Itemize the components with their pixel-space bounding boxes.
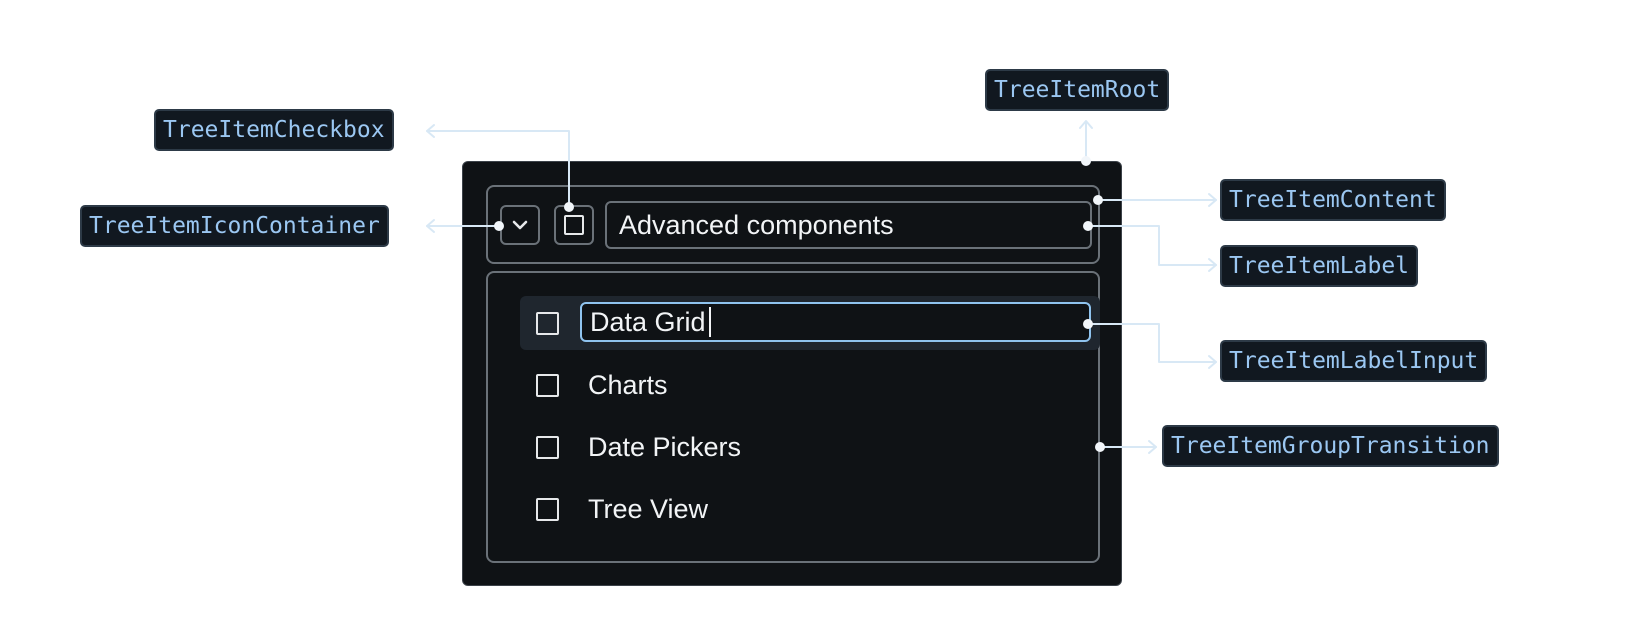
arrowhead-icon bbox=[426, 219, 435, 233]
chevron-down-icon bbox=[512, 220, 528, 230]
checkbox-icon bbox=[564, 215, 584, 235]
arrowhead-icon bbox=[1208, 193, 1217, 207]
label-input-value: Data Grid bbox=[590, 306, 706, 337]
tree-item-group-transition-tag: TreeItemGroupTransition bbox=[1162, 425, 1499, 467]
tree-item-checkbox[interactable] bbox=[554, 205, 594, 245]
tree-item-root: Advanced components Data Grid Charts Dat… bbox=[462, 161, 1122, 586]
checkbox-icon[interactable] bbox=[536, 312, 559, 335]
text-caret bbox=[708, 307, 711, 337]
tree-item-root-tag: TreeItemRoot bbox=[985, 69, 1170, 111]
checkbox-icon[interactable] bbox=[536, 498, 559, 521]
checkbox-icon[interactable] bbox=[536, 374, 559, 397]
tree-item-label: Charts bbox=[588, 370, 668, 400]
arrowhead-icon bbox=[1079, 120, 1093, 129]
tree-item-tree-view[interactable]: Tree View bbox=[520, 482, 1100, 536]
tree-item-date-pickers[interactable]: Date Pickers bbox=[520, 420, 1100, 474]
tree-item-group-transition: Data Grid Charts Date Pickers Tree View bbox=[486, 271, 1100, 563]
tree-item-label: Tree View bbox=[588, 494, 709, 524]
arrowhead-icon bbox=[1148, 440, 1157, 454]
tree-item-content[interactable]: Advanced components bbox=[486, 185, 1100, 264]
tree-item-icon-container-tag: TreeItemIconContainer bbox=[80, 205, 389, 247]
tree-item-label-input-tag: TreeItemLabelInput bbox=[1220, 340, 1488, 382]
tree-item-checkbox-tag: TreeItemCheckbox bbox=[154, 109, 394, 151]
arrowhead-icon bbox=[1208, 355, 1217, 369]
tree-item-data-grid[interactable]: Data Grid bbox=[520, 296, 1100, 350]
tree-item-label-input[interactable]: Data Grid bbox=[580, 302, 1091, 342]
arrowhead-icon bbox=[426, 124, 435, 138]
tree-item-label: Date Pickers bbox=[588, 432, 742, 462]
tree-item-charts[interactable]: Charts bbox=[520, 358, 1100, 412]
arrowhead-icon bbox=[1208, 258, 1217, 272]
tree-item-label-tag: TreeItemLabel bbox=[1220, 245, 1419, 287]
checkbox-icon[interactable] bbox=[536, 436, 559, 459]
tree-item-content-tag: TreeItemContent bbox=[1220, 179, 1446, 221]
tree-item-label: Advanced components bbox=[605, 201, 1092, 249]
tree-item-icon-container[interactable] bbox=[500, 205, 540, 245]
